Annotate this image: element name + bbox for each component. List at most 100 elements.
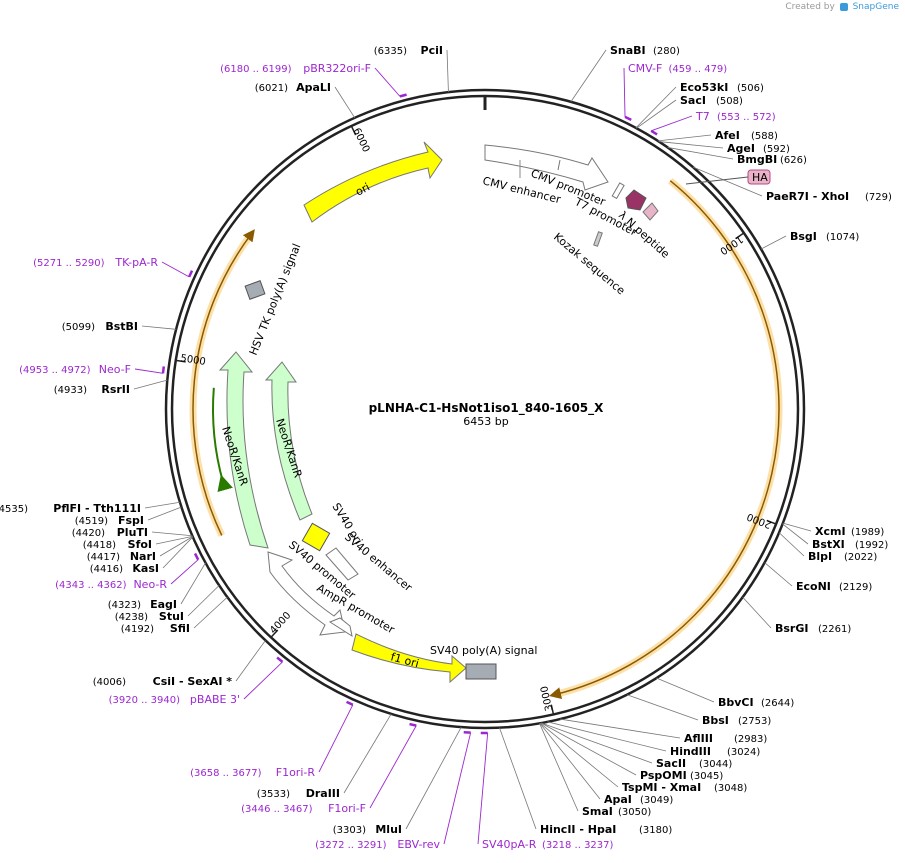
primer-name: F1ori-F (328, 802, 366, 815)
site-name: BstXI (812, 538, 845, 551)
site-position: (506) (737, 83, 764, 94)
site-leader-line (778, 532, 805, 557)
site-name: NarI (130, 550, 156, 563)
primer-mark (346, 700, 354, 706)
site-leader-line (159, 536, 193, 557)
site-position: (4535) (0, 504, 28, 515)
site-leader-line (151, 531, 193, 537)
site-position: (1992) (855, 540, 888, 551)
primer-leader-line (374, 67, 401, 97)
feature-cmv: CMV enhancer CMV promoter (481, 144, 609, 209)
primer-range: (459 .. 479) (669, 64, 728, 75)
site-name: FspI (118, 514, 144, 527)
credit-prefix: Created by (785, 2, 835, 12)
tick-mark (766, 519, 777, 525)
primer-leader-line (650, 115, 693, 132)
tick-label: 3000 (539, 685, 555, 712)
site-name: AflIII (684, 732, 713, 745)
site-name: TspMI - XmaI (622, 781, 701, 794)
site-name: AfeI (715, 129, 740, 142)
site-leader-line (147, 506, 182, 521)
site-position: (4323) (108, 600, 141, 611)
site-position: (4418) (83, 540, 116, 551)
site-name: BsrGI (775, 622, 808, 635)
credit: Created by SnapGene (785, 2, 899, 12)
site-leader-line (539, 722, 601, 800)
site-name: BmgBI (737, 153, 777, 166)
site-name: PaeR7I - XhoI (766, 190, 849, 203)
site-name: SnaBI (610, 44, 646, 57)
tick-mark (735, 232, 745, 240)
site-position: (4416) (90, 564, 123, 575)
site-position: (3049) (640, 795, 673, 806)
site-position: (3533) (257, 789, 290, 800)
tick-label: 4000 (268, 610, 293, 636)
site-position: (3044) (699, 759, 732, 770)
tick-mark (270, 629, 279, 638)
site-leader-line (193, 596, 228, 629)
site-leader-line (499, 727, 537, 830)
primer-mark (188, 270, 194, 278)
primer-name: T7 (695, 110, 710, 123)
site-position: (2129) (839, 582, 872, 593)
site-leader-line (547, 721, 667, 752)
site-leader-line (187, 585, 220, 617)
site-name: BbvCI (718, 696, 754, 709)
site-name: XcmI (815, 525, 846, 538)
site-position: (3045) (690, 771, 723, 782)
site-leader-line (692, 166, 763, 197)
site-leader-line (742, 596, 772, 629)
site-leader-line (626, 694, 699, 721)
ori-label: ori (353, 180, 372, 198)
tick-mark (175, 359, 186, 363)
primer-range: (4343 .. 4362) (55, 580, 127, 591)
site-name: SacII (656, 757, 686, 770)
site-name: SmaI (582, 805, 613, 818)
site-position: (3180) (639, 825, 672, 836)
site-leader-line (334, 86, 356, 119)
feature-ha: HA (685, 169, 771, 185)
site-name: MluI (375, 823, 402, 836)
primer-range: (553 .. 572) (717, 112, 776, 123)
primer-name: pBABE 3' (190, 693, 240, 706)
site-leader-line (782, 523, 809, 545)
site-name: RsrII (101, 383, 130, 396)
site-leader-line (760, 235, 787, 250)
site-position: (2644) (761, 698, 794, 709)
site-leader-line (539, 723, 579, 812)
primer-name: F1ori-R (276, 766, 316, 779)
tick-label: 5000 (180, 353, 207, 368)
primer-name: TK-pA-R (114, 256, 158, 269)
primer-range: (3218 .. 3237) (542, 840, 614, 851)
site-leader-line (559, 718, 681, 739)
primer-mark (650, 129, 658, 136)
site-leader-line (343, 713, 392, 794)
site-leader-line (405, 726, 462, 830)
site-name: KasI (132, 562, 159, 575)
site-position: (4933) (54, 385, 87, 396)
site-name: PspOMI (640, 769, 687, 782)
site-name: CsiI - SexAI * (153, 675, 233, 688)
restriction-sites: SnaBI(280)Eco53kI(506)SacI(508)AfeI(588)… (0, 44, 892, 836)
site-name: HincII - HpaI (540, 823, 616, 836)
tick-label: 6000 (350, 126, 371, 154)
site-name: EagI (150, 598, 177, 611)
primer-name: SV40pA-R (482, 838, 537, 851)
site-position: (6335) (374, 46, 407, 57)
primer-range: (3658 .. 3677) (190, 768, 262, 779)
site-name: ApaI (604, 793, 632, 806)
site-position: (4006) (93, 677, 126, 688)
primer-leader-line (477, 732, 489, 845)
hsv-tk-label: HSV TK poly(A) signal (247, 242, 304, 357)
orf-arc-3 (212, 387, 233, 493)
site-name: SfiI (170, 622, 190, 635)
plasmid-length: 6453 bp (463, 415, 508, 428)
primer-leader-line (318, 704, 354, 773)
feature-hsv-tk-polya: HSV TK poly(A) signal (244, 242, 304, 357)
site-position: (3050) (618, 807, 651, 818)
primer-mark (624, 115, 632, 122)
feature-ori: ori (303, 141, 443, 223)
site-position: (1989) (851, 527, 884, 538)
primer-name: pBR322ori-F (303, 62, 371, 75)
kozak-label: Kozak sequence (551, 230, 628, 297)
